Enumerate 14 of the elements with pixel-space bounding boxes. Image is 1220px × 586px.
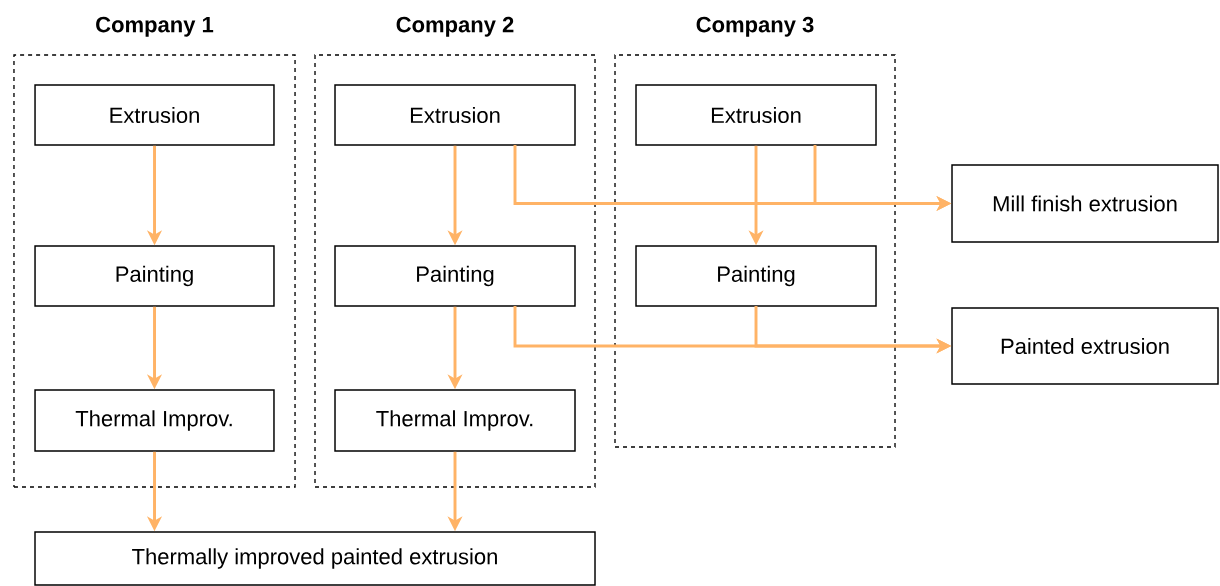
process-box: Mill finish extrusion — [951, 164, 1219, 243]
process-box: Painted extrusion — [951, 307, 1219, 385]
process-box: Extrusion — [34, 84, 275, 146]
process-box: Thermally improved painted extrusion — [34, 531, 596, 586]
process-box: Thermal Improv. — [34, 389, 275, 452]
group-heading: Company 1 — [96, 16, 214, 37]
process-box: Painting — [34, 245, 275, 307]
process-box: Extrusion — [334, 84, 576, 146]
process-box: Painting — [334, 245, 576, 307]
process-box: Painting — [635, 245, 877, 307]
process-box: Thermal Improv. — [334, 389, 576, 452]
group-heading: Company 2 — [396, 16, 514, 37]
group-heading: Company 3 — [696, 16, 814, 37]
process-box: Extrusion — [635, 84, 877, 146]
